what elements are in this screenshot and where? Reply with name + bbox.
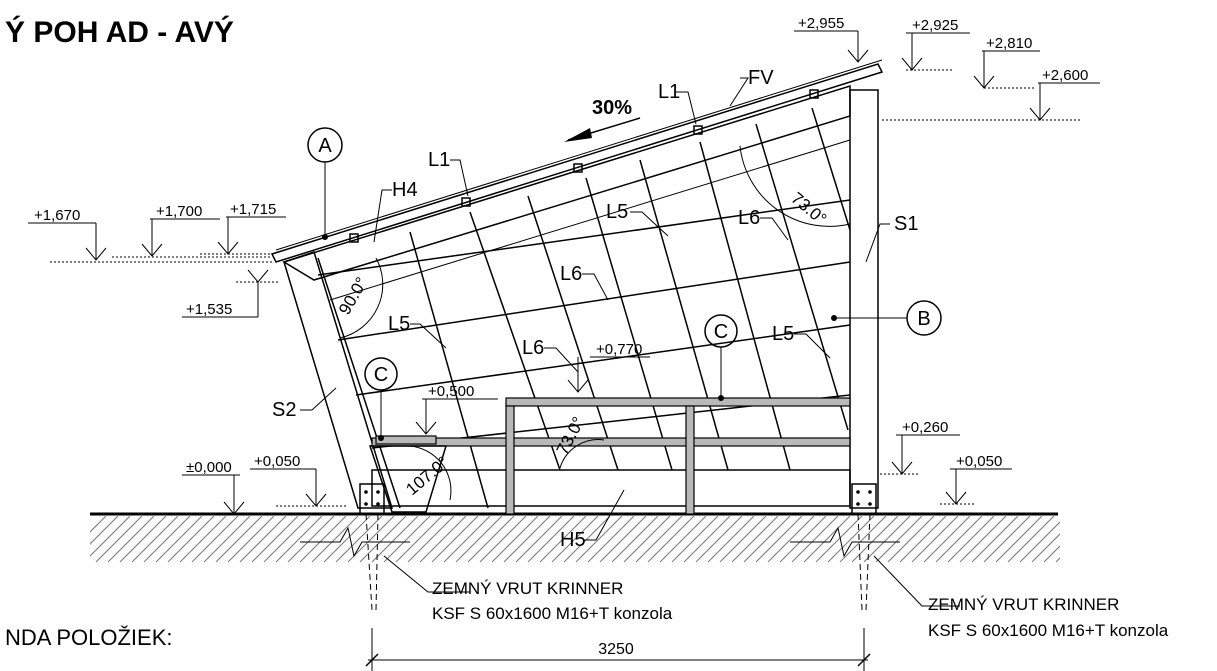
screw-left-line2: KSF S 60x1600 M16+T konzola bbox=[432, 604, 673, 623]
level-marker-l0050a: +0,050 bbox=[250, 453, 346, 507]
level-marker-l2810: +2,810 bbox=[973, 35, 1040, 89]
level-label-l2925: +2,925 bbox=[912, 17, 958, 34]
screw-right-line1: ZEMNÝ VRUT KRINNER bbox=[928, 595, 1119, 614]
level-label-l1535: +1,535 bbox=[186, 301, 232, 318]
angle-107: 107.0° bbox=[402, 453, 452, 499]
angle-73-mid: 73.0° bbox=[553, 414, 589, 458]
legend-heading: NDA POLOŽIEK: bbox=[5, 625, 173, 650]
marker-b: B bbox=[917, 308, 930, 330]
callout-markers: A B C C bbox=[307, 127, 942, 441]
label-l6-right: L6 bbox=[738, 207, 760, 229]
marker-c-right: C bbox=[714, 321, 728, 343]
screw-callouts: ZEMNÝ VRUT KRINNER KSF S 60x1600 M16+T k… bbox=[383, 555, 1169, 640]
level-label-l0050b: +0,050 bbox=[956, 453, 1002, 470]
label-l5-left: L5 bbox=[388, 313, 410, 335]
level-label-l2955: +2,955 bbox=[798, 15, 844, 32]
angle-90: 90.0° bbox=[335, 274, 371, 318]
slope-indicator: 30% bbox=[564, 97, 641, 142]
level-marker-l0260: +0,260 bbox=[880, 419, 960, 475]
label-l5-right: L5 bbox=[772, 323, 794, 345]
label-h4: H4 bbox=[392, 179, 418, 201]
screw-left-line1: ZEMNÝ VRUT KRINNER bbox=[432, 579, 623, 598]
level-label-l0500: +0,500 bbox=[428, 383, 474, 400]
level-marker-l2955: +2,955 bbox=[794, 15, 869, 63]
label-s1: S1 bbox=[894, 213, 918, 235]
marker-a: A bbox=[318, 135, 332, 157]
drawing-title: Ý POH AD - AVÝ bbox=[5, 15, 234, 49]
dimension-width: 3250 bbox=[365, 628, 871, 671]
label-l5-top: L5 bbox=[606, 201, 628, 223]
level-label-l0770: +0,770 bbox=[596, 341, 642, 358]
slope-label: 30% bbox=[592, 97, 632, 119]
level-marker-l0770: +0,770 bbox=[567, 341, 650, 393]
dimension-value: 3250 bbox=[598, 641, 634, 658]
angle-arcs bbox=[339, 145, 851, 501]
label-l1-top: L1 bbox=[658, 81, 680, 103]
level-marker-l0000: ±0,000 bbox=[182, 459, 245, 515]
level-marker-l1700: +1,700 bbox=[112, 203, 272, 258]
level-label-l2600: +2,600 bbox=[1042, 67, 1088, 84]
label-l6-mid: L6 bbox=[560, 263, 582, 285]
level-marker-l1535: +1,535 bbox=[182, 269, 280, 318]
part-labels: L1 FV L1 H4 L5 L6 S1 L6 L5 L5 L6 S2 H5 bbox=[272, 67, 918, 551]
level-label-l0050a: +0,050 bbox=[254, 453, 300, 470]
label-l6-low: L6 bbox=[522, 337, 544, 359]
level-marker-l2925: +2,925 bbox=[901, 17, 970, 71]
level-marker-l2600: +2,600 bbox=[882, 67, 1100, 121]
level-marker-l0500: +0,500 bbox=[415, 383, 498, 435]
level-label-l2810: +2,810 bbox=[986, 35, 1032, 52]
level-marker-l1715: +1,715 bbox=[200, 201, 286, 255]
level-label-l0260: +0,260 bbox=[902, 419, 948, 436]
label-h5: H5 bbox=[560, 529, 586, 551]
ground bbox=[90, 512, 1060, 562]
level-marker-l0050b: +0,050 bbox=[940, 453, 1012, 505]
level-label-l1670: +1,670 bbox=[34, 207, 80, 224]
label-fv: FV bbox=[748, 67, 774, 89]
level-label-l1700: +1,700 bbox=[156, 203, 202, 220]
level-marker-l1670: +1,670 bbox=[28, 207, 272, 263]
label-l1-mid: L1 bbox=[428, 149, 450, 171]
level-label-l1715: +1,715 bbox=[230, 201, 276, 218]
marker-c-left: C bbox=[374, 364, 388, 386]
level-label-l0000: ±0,000 bbox=[186, 459, 232, 476]
screw-right-line2: KSF S 60x1600 M16+T konzola bbox=[928, 621, 1169, 640]
label-s2: S2 bbox=[272, 399, 296, 421]
frame-structure bbox=[270, 59, 900, 611]
level-markers: +2,955 +2,925 +2,810 +2,600 +1,670 +1,700 +1,7… bbox=[28, 15, 1100, 515]
